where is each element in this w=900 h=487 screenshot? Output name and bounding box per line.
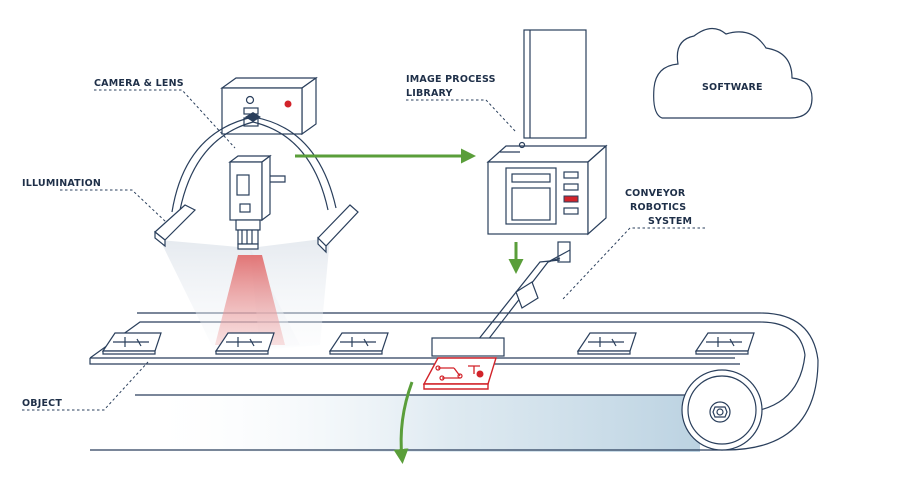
label-conveyor-1: CONVEYOR bbox=[625, 188, 686, 199]
object-board-2 bbox=[214, 332, 275, 355]
object-board-1 bbox=[101, 332, 162, 355]
laser-beam bbox=[215, 255, 285, 345]
label-software: SOFTWARE bbox=[702, 82, 763, 93]
conveyor-belt bbox=[89, 312, 819, 452]
object-board-5 bbox=[694, 332, 755, 355]
processor-unit-icon bbox=[486, 29, 608, 236]
object-board-4 bbox=[576, 332, 637, 355]
label-illumination: ILLUMINATION bbox=[22, 178, 101, 189]
leader-conveyor bbox=[561, 227, 705, 301]
leader-illumination bbox=[60, 189, 167, 223]
label-object: OBJECT bbox=[22, 398, 62, 409]
leader-image-process bbox=[406, 99, 517, 133]
camera-icon bbox=[154, 76, 359, 254]
label-conveyor-3: SYSTEM bbox=[648, 216, 692, 227]
leader-object bbox=[22, 361, 149, 411]
label-image-process-1: IMAGE PROCESS bbox=[406, 74, 496, 85]
object-board-3 bbox=[328, 332, 389, 355]
label-camera-lens: CAMERA & LENS bbox=[94, 78, 184, 89]
belt-shade bbox=[140, 395, 700, 452]
leader-camera bbox=[94, 89, 236, 149]
arrow-reject-out bbox=[393, 381, 414, 464]
circuit-board-icon bbox=[422, 357, 497, 390]
roller-icon bbox=[681, 369, 763, 451]
robot-arm-icon bbox=[431, 241, 571, 357]
label-conveyor-2: ROBOTICS bbox=[630, 202, 686, 213]
label-image-process-2: LIBRARY bbox=[406, 88, 453, 99]
cloud-icon bbox=[653, 27, 813, 119]
